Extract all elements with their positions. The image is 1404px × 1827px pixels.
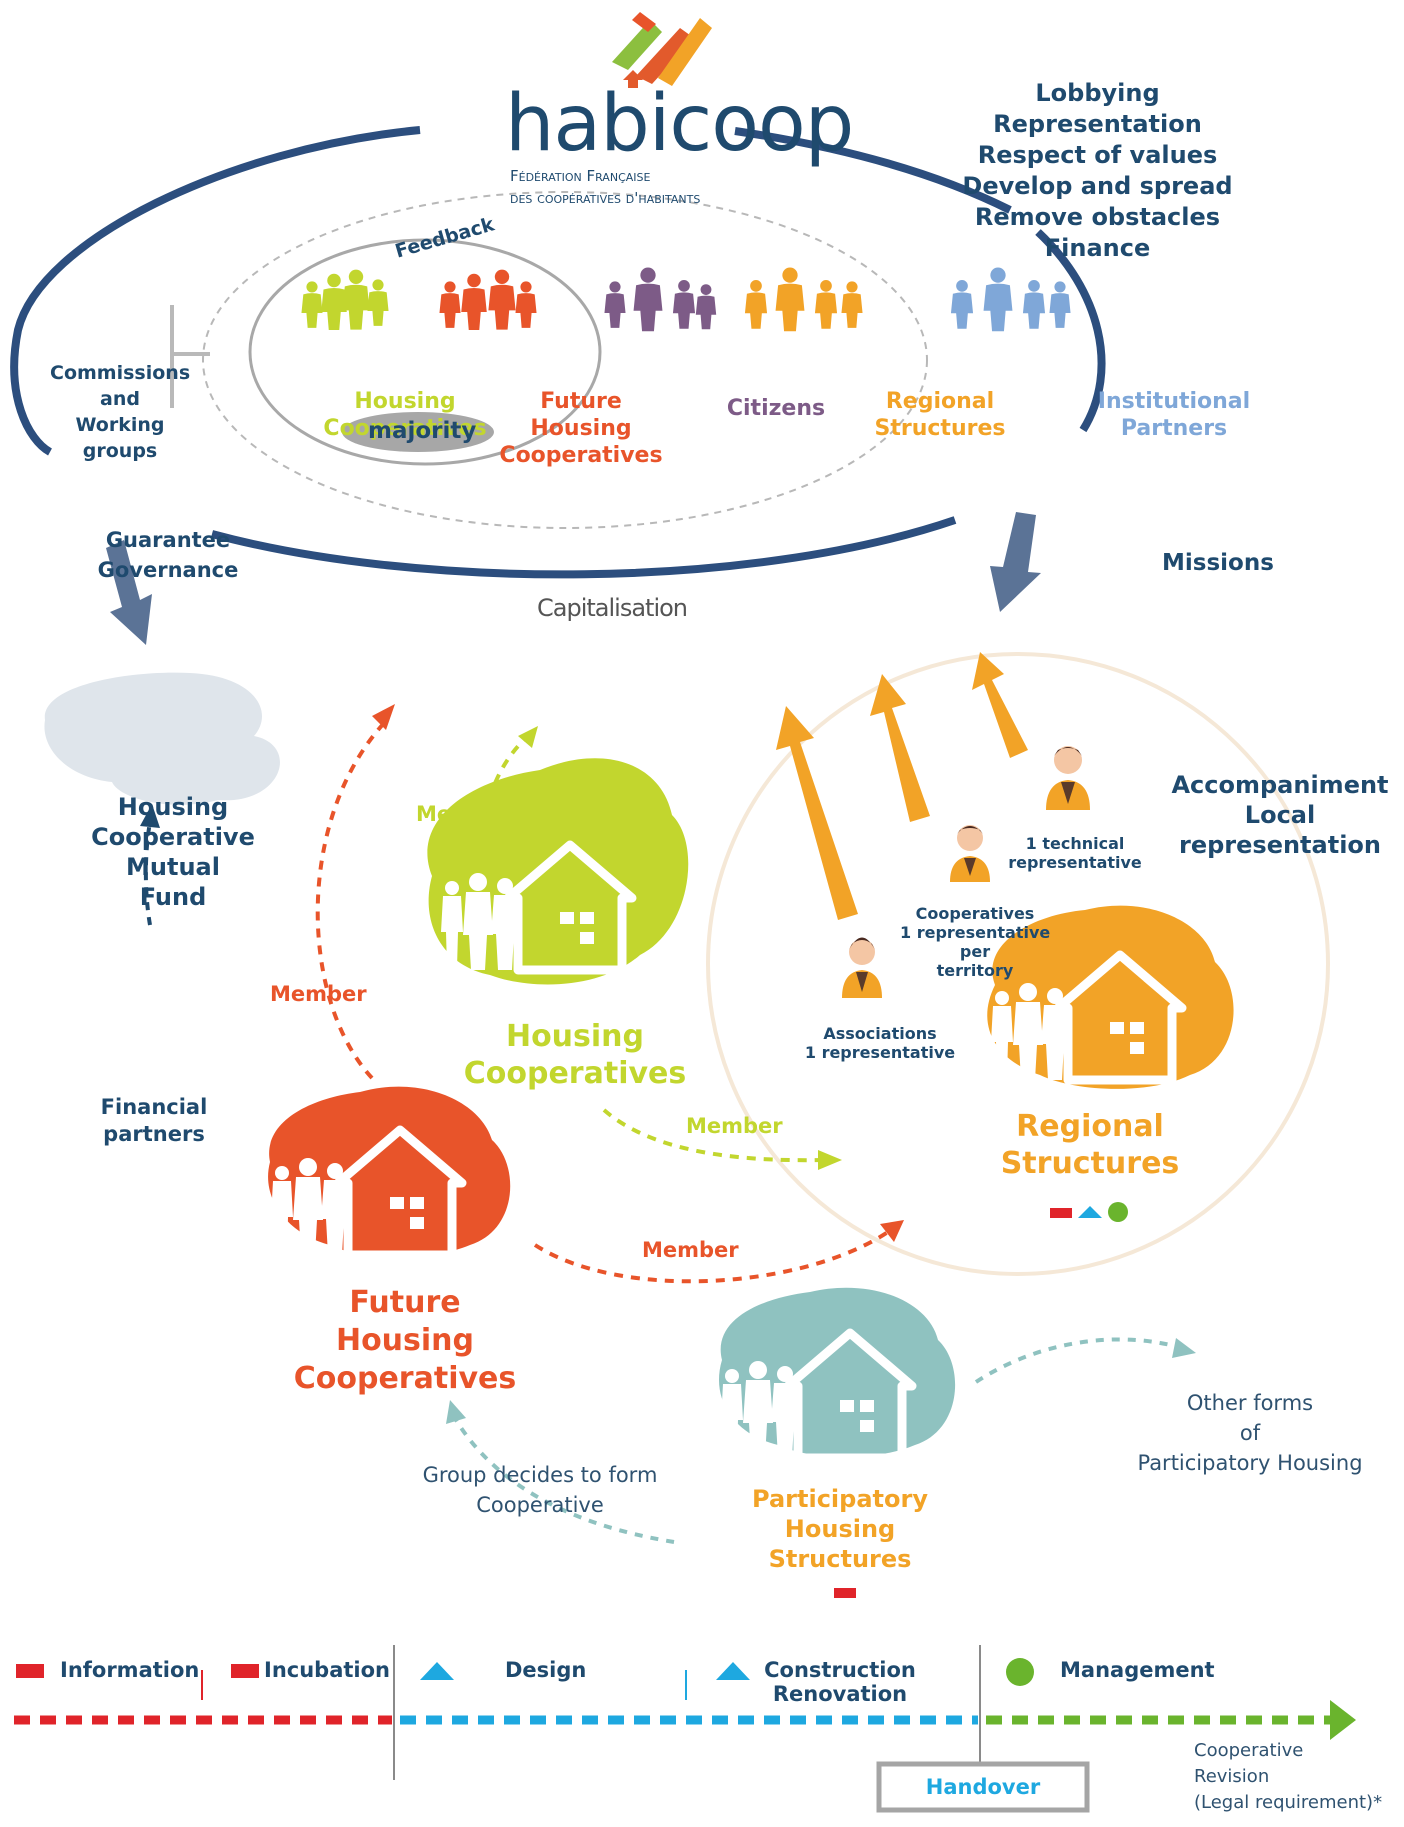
phase-incubation-label: Incubation: [264, 1658, 390, 1682]
mutual-fund-blob: [44, 672, 280, 805]
future-member-arrowhead-icon: [372, 704, 395, 730]
regional-info-icon: [1050, 1208, 1072, 1218]
people-citizens-icon: [604, 267, 717, 332]
group-regional-label: Regional Structures: [874, 389, 1006, 441]
arrow-governance-icon: [106, 540, 152, 645]
member-label-housing: Member: [416, 802, 513, 826]
majority-label: majority: [368, 418, 477, 444]
housing-regional-arrow: [602, 1108, 826, 1163]
cluster-participatory-label: Participatory Housing Structures: [752, 1485, 928, 1573]
cluster-future-label: Future Housing Cooperatives: [293, 1285, 517, 1396]
timeline: [14, 1645, 1356, 1813]
outer-arc-bottom: [210, 516, 957, 579]
financial-arrowhead-icon: [140, 804, 160, 828]
habicoop-logo-icon: [612, 12, 712, 88]
regional-cluster: [987, 905, 1234, 1089]
coops-ellipse: [248, 238, 602, 466]
regional-management-icon: [1108, 1202, 1128, 1222]
rep-associations-label: Associations 1 representative: [804, 1024, 956, 1062]
future-regional-arrowhead-icon: [880, 1220, 904, 1242]
cluster-housing-label: Housing Cooperatives: [463, 1019, 687, 1091]
cluster-regional-label: Regional Structures: [1000, 1109, 1180, 1181]
guarantee-label: Guarantee Governance: [97, 528, 239, 582]
other-forms-arrow: [974, 1337, 1183, 1384]
missions-list: Lobbying Representation Respect of value…: [962, 79, 1233, 262]
member-label-housing-regional: Member: [686, 1114, 783, 1138]
people-regional-icon: [744, 267, 863, 332]
logo-subtitle-2: des coopératives d'habitants: [510, 189, 701, 207]
rep-cooperatives-label: Cooperatives 1 representative per territ…: [900, 904, 1051, 980]
people-institutional-icon: [950, 267, 1071, 332]
other-forms-label: Other forms of Participatory Housing: [1137, 1391, 1363, 1475]
management-icon: [1006, 1658, 1034, 1686]
rep-arrows: [776, 652, 1028, 920]
group-housing-label: Housing Cooperatives: [323, 389, 487, 441]
participatory-cluster: [719, 1287, 956, 1458]
accompaniment-label: Accompaniment Local representation: [1171, 771, 1389, 859]
mutual-fund-label: Housing Cooperative Mutual Fund: [91, 793, 255, 911]
handover-label: Handover: [925, 1775, 1041, 1799]
outer-arc-right: [1035, 229, 1106, 433]
inner-dashed-ellipse: [202, 191, 928, 529]
group-citizens-label: Citizens: [726, 396, 826, 421]
people-housing-icon: [301, 269, 389, 330]
people-future-icon: [439, 269, 537, 330]
rep-technical-icon: [1046, 746, 1090, 810]
group-decides-label: Group decides to form Cooperative: [422, 1463, 658, 1517]
member-label-future-regional: Member: [642, 1238, 739, 1262]
future-member-arrow: [315, 720, 387, 1080]
rep-associations-icon: [842, 937, 882, 998]
housing-cluster: [427, 758, 689, 985]
majority-pill: [342, 412, 494, 452]
rep-cooperatives-icon: [950, 825, 990, 882]
future-cluster: [268, 1086, 511, 1257]
phase-design-label: Design: [505, 1658, 587, 1682]
group-decides-arrowhead-icon: [446, 1400, 466, 1424]
logo-subtitle-1: Fédération Française: [510, 167, 651, 185]
construction-icon: [716, 1662, 750, 1680]
participatory-info-icon: [834, 1588, 856, 1598]
missions-label: Missions: [1162, 550, 1274, 576]
incubation-icon: [231, 1664, 259, 1678]
member-label-future: Member: [270, 982, 367, 1006]
rep-technical-label: 1 technical representative: [1008, 834, 1142, 872]
handover-box: [876, 1761, 1090, 1813]
commissions-bracket: [170, 305, 210, 408]
outer-arc-left: [10, 126, 421, 456]
information-icon: [16, 1664, 44, 1678]
commissions-label: Commissions and Working groups: [50, 362, 191, 462]
arrow-missions-icon: [990, 512, 1041, 612]
phase-construction-label: Construction Renovation: [764, 1658, 916, 1706]
group-future-label: Future Housing Cooperatives: [499, 389, 663, 468]
regional-design-icon: [1078, 1206, 1102, 1218]
phase-management-label: Management: [1060, 1658, 1215, 1682]
phase-information-label: Information: [60, 1658, 200, 1682]
outer-arc-top-right: [734, 127, 1012, 214]
financial-partners-label: Financial partners: [100, 1095, 208, 1146]
capitalisation-label: Capitalisation: [537, 594, 688, 622]
logo-wordmark: habicoop: [505, 79, 854, 169]
group-institutional-label: Institutional Partners: [1097, 389, 1251, 441]
housing-member-arrowhead-icon: [518, 726, 538, 748]
financial-arrow: [143, 821, 152, 926]
regional-circle: [706, 652, 1330, 1276]
other-forms-arrowhead-icon: [1172, 1338, 1196, 1358]
revision-label: Cooperative Revision (Legal requirement)…: [1194, 1740, 1383, 1813]
design-icon: [420, 1662, 454, 1680]
housing-regional-arrowhead-icon: [818, 1150, 842, 1170]
